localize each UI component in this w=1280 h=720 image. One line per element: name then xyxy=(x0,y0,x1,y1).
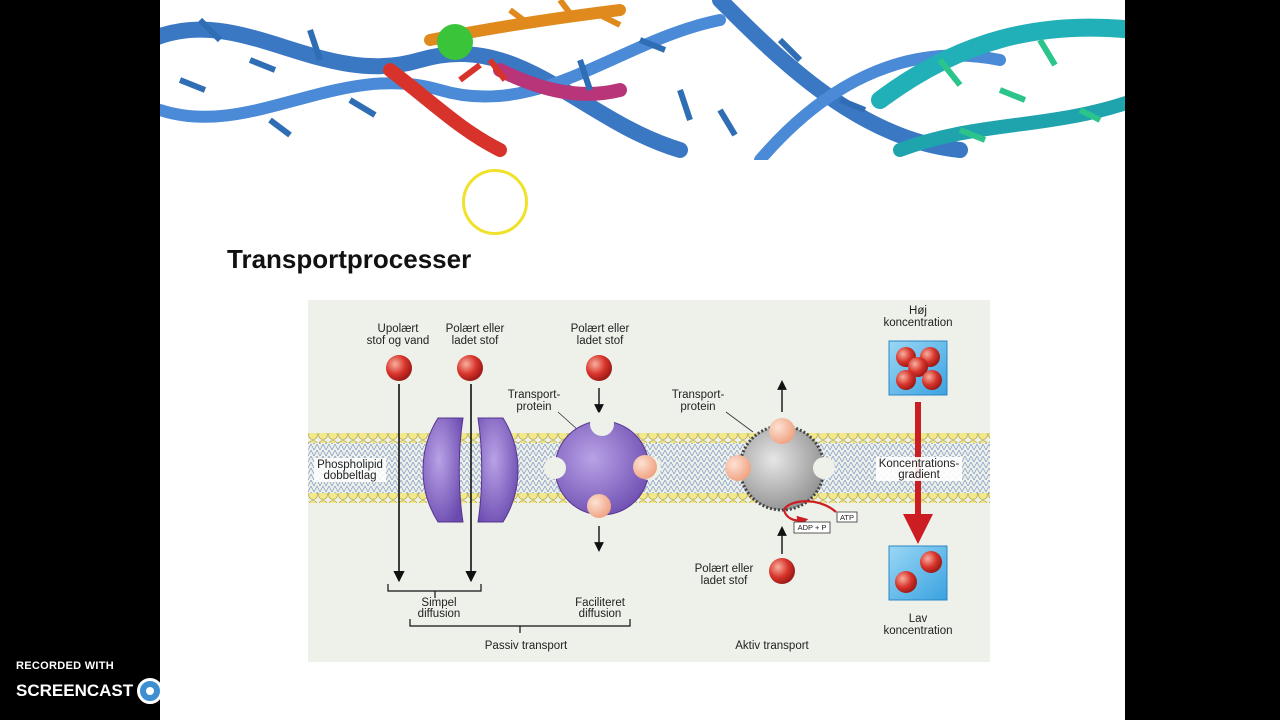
polar2-label-line2: ladet stof xyxy=(577,335,624,347)
watermark-recorded-with: RECORDED WITH xyxy=(16,660,115,672)
gradient-label-line2: gradient xyxy=(898,469,940,481)
high-conc-label-line1: Høj xyxy=(909,305,927,317)
transport-protein-2-line2: protein xyxy=(680,401,715,413)
transport-protein-2-line1: Transport- xyxy=(672,389,725,401)
atp-label: ATP xyxy=(840,513,854,522)
polar-bottom-line2: ladet stof xyxy=(701,575,748,587)
transport-protein-1-line2: protein xyxy=(516,401,551,413)
polar2-label-line1: Polært eller xyxy=(571,323,630,335)
simple-diffusion-line1: Simpel xyxy=(421,597,456,609)
carrier-bound-molecule-bottom xyxy=(587,494,611,518)
polar1-label-line2: ladet stof xyxy=(452,335,499,347)
polar1-label-line1: Polært eller xyxy=(446,323,505,335)
facilitated-diffusion-line2: diffusion xyxy=(579,608,622,620)
active-pump-protein xyxy=(738,424,835,512)
watermark-brand-left: SCREENCAST xyxy=(16,681,134,700)
carrier-bound-molecule-right xyxy=(633,455,657,479)
high-conc-label-line2: koncentration xyxy=(883,317,952,329)
nonpolar-molecule xyxy=(386,355,412,381)
polar-bottom-line1: Polært eller xyxy=(695,563,754,575)
adp-label: ADP + P xyxy=(798,523,827,532)
transport-protein-1-line1: Transport- xyxy=(508,389,561,401)
polar-molecule-facilitated xyxy=(586,355,612,381)
screencast-logo-icon xyxy=(137,678,164,704)
nonpolar-label-line2: stof og vand xyxy=(367,335,430,347)
channel-protein xyxy=(422,417,519,523)
cursor-highlight-circle xyxy=(462,169,528,235)
watermark-brand-right: MATIC xyxy=(167,681,220,700)
simple-diffusion-line2: diffusion xyxy=(418,608,461,620)
low-conc-label-line2: koncentration xyxy=(883,625,952,637)
slide: Transportprocesser xyxy=(160,0,1125,720)
pump-molecule-top xyxy=(769,418,795,444)
low-conc-label-line1: Lav xyxy=(909,613,928,625)
membrane-label-line2: dobbeltlag xyxy=(323,470,376,482)
membrane-label-line1: Phospholipid xyxy=(317,459,383,471)
slide-title: Transportprocesser xyxy=(227,244,472,274)
pump-molecule-left xyxy=(725,455,751,481)
gradient-label-line1: Koncentrations- xyxy=(879,458,960,470)
screencast-watermark: RECORDED WITH SCREENCAST MATIC xyxy=(16,660,220,704)
adp-box xyxy=(793,521,831,534)
active-transport-label: Aktiv transport xyxy=(735,640,809,652)
transport-processes-diagram: Phospholipid dobbeltlag Upolært stof og … xyxy=(308,300,990,662)
facilitated-diffusion-line1: Faciliteret xyxy=(575,597,626,609)
passive-transport-label: Passiv transport xyxy=(485,640,568,652)
polar-molecule-simple xyxy=(457,355,483,381)
polar-molecule-active xyxy=(769,558,795,584)
atp-box xyxy=(836,511,858,523)
protein-structure-banner xyxy=(160,0,1125,160)
nonpolar-label-line1: Upolært xyxy=(378,323,420,335)
